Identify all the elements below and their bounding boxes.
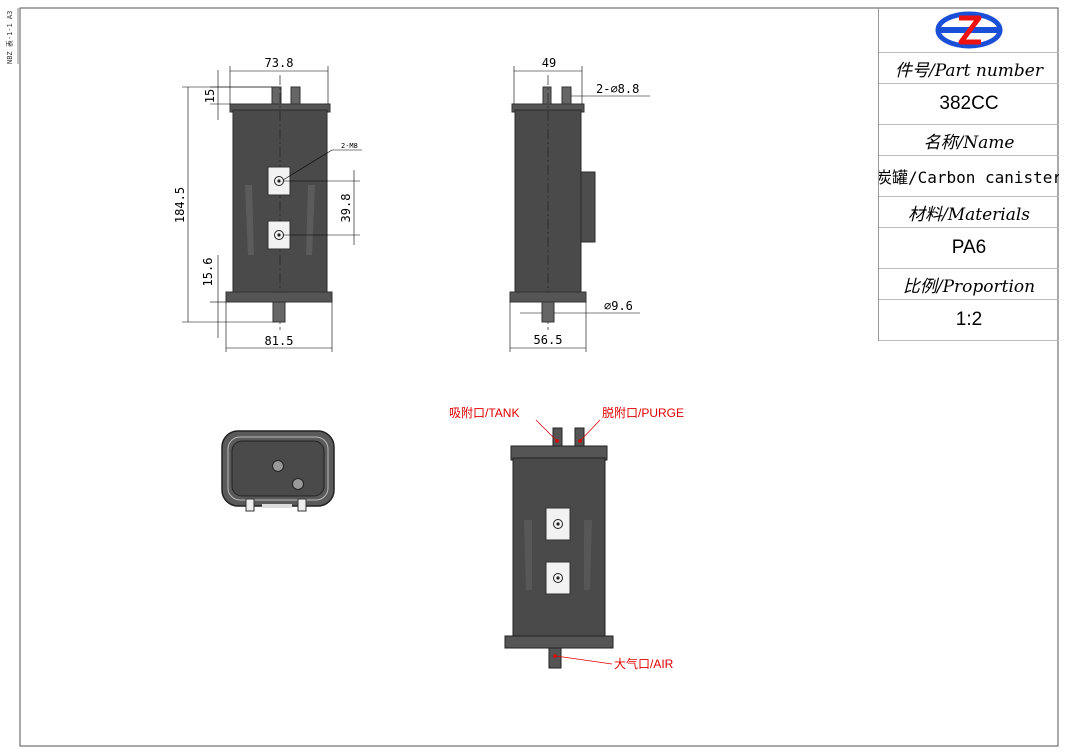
top-clip-left bbox=[245, 498, 255, 512]
side-port-bottom bbox=[541, 301, 555, 323]
purge-label: 脱附口/PURGE bbox=[602, 405, 684, 420]
front-bolt-upper-center bbox=[277, 179, 281, 183]
top-lip bbox=[227, 436, 329, 501]
air-leader bbox=[555, 655, 613, 665]
proportion-value: 1:2 bbox=[879, 300, 1059, 341]
front-bolt-lower-center bbox=[277, 233, 281, 237]
part-number-label: 件号/Part number bbox=[879, 53, 1059, 84]
top-port-offset bbox=[292, 478, 304, 490]
iso-bolt-upper-center bbox=[556, 522, 560, 526]
proportion-label: 比例/Proportion bbox=[879, 269, 1059, 300]
iso-bolt-lower-center bbox=[556, 576, 560, 580]
purge-leader-dot bbox=[578, 439, 582, 443]
labeled-view: 吸附口/TANK 脱附口/PURGE 大气口/AIR bbox=[449, 405, 684, 671]
side-strip: NBZ 表-1-1 A3 bbox=[2, 11, 18, 64]
dim-screw-callout: 2-M8 bbox=[341, 142, 358, 150]
front-view: 73.8 15 184.5 15.6 39.8 2-M8 81.5 bbox=[173, 56, 362, 352]
iso-bolt-lower bbox=[553, 573, 563, 583]
side-view: 49 2-∅8.8 ∅9.6 56.5 bbox=[509, 56, 650, 352]
tank-label: 吸附口/TANK bbox=[449, 406, 519, 420]
front-port-bottom bbox=[272, 301, 286, 323]
dim-front-height: 184.5 bbox=[173, 187, 187, 223]
front-bottom-flange bbox=[225, 291, 333, 303]
iso-bolt-upper bbox=[553, 519, 563, 529]
title-block: 件号/Part number 382CC 名称/Name 炭罐/Carbon c… bbox=[878, 8, 1059, 341]
dim-port-diameter: 2-∅8.8 bbox=[596, 82, 639, 96]
purge-leader bbox=[580, 419, 601, 441]
dim-bracket-spacing: 39.8 bbox=[339, 194, 353, 223]
air-label: 大气口/AIR bbox=[614, 656, 674, 671]
dim-front-bottom-width: 81.5 bbox=[265, 334, 294, 348]
tank-leader bbox=[535, 419, 557, 441]
dim-side-top-width: 49 bbox=[542, 56, 556, 70]
top-port-center bbox=[272, 460, 284, 472]
company-logo bbox=[879, 8, 1059, 53]
dim-air-diameter: ∅9.6 bbox=[604, 299, 633, 313]
side-bottom-flange bbox=[509, 291, 587, 303]
iso-rib-right bbox=[584, 520, 592, 590]
dim-front-top-port: 15 bbox=[203, 89, 217, 103]
material-value: PA6 bbox=[879, 228, 1059, 269]
air-leader-dot bbox=[553, 654, 557, 658]
iso-bottom-flange bbox=[504, 635, 614, 649]
dim-front-bottom-port: 15.6 bbox=[201, 258, 215, 287]
part-number-value: 382CC bbox=[879, 84, 1059, 125]
front-rib-right bbox=[306, 185, 315, 255]
iso-bracket-upper bbox=[545, 507, 571, 541]
materials-label: 材料/Materials bbox=[879, 197, 1059, 228]
iso-port-air bbox=[548, 647, 562, 669]
dim-front-top-width: 73.8 bbox=[265, 56, 294, 70]
dim-side-bottom-width: 56.5 bbox=[534, 333, 563, 347]
name-label: 名称/Name bbox=[879, 125, 1059, 156]
top-view bbox=[221, 430, 335, 512]
leader-line bbox=[282, 149, 333, 181]
side-bracket bbox=[580, 171, 596, 243]
sheet-border bbox=[19, 7, 1059, 747]
logo-icon bbox=[935, 11, 1003, 49]
iso-rib-left bbox=[524, 520, 532, 590]
name-value: 炭罐/Carbon canister bbox=[879, 156, 1059, 197]
top-clip-right bbox=[297, 498, 307, 512]
front-rib-left bbox=[245, 185, 254, 255]
tank-leader-dot bbox=[555, 439, 559, 443]
side-strip-label: NBZ 表-1-1 A3 bbox=[6, 10, 14, 64]
